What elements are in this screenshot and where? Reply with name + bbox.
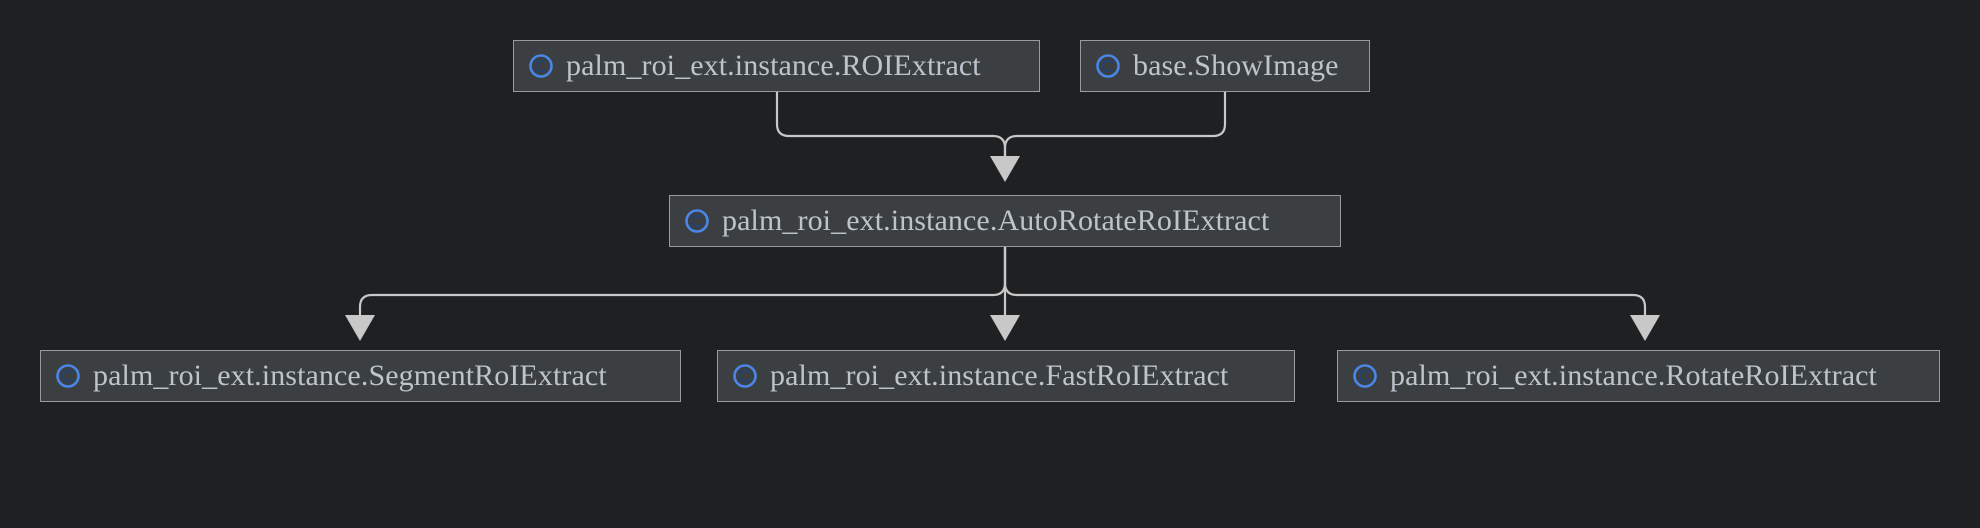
class-node-label: palm_roi_ext.instance.ROIExtract [566,49,981,82]
edge-roi-extract-to-auto-rotate [775,90,1007,160]
class-icon [733,364,757,388]
arrowheads [345,156,1660,341]
class-icon [1096,54,1120,78]
class-node-label: palm_roi_ext.instance.RotateRoIExtract [1390,359,1877,392]
class-node-label: base.ShowImage [1133,49,1339,82]
class-icon [685,209,709,233]
arrowhead-fast [990,315,1020,341]
class-node-label: palm_roi_ext.instance.FastRoIExtract [770,359,1229,392]
class-node-auto-rotate-roi-extract[interactable]: palm_roi_ext.instance.AutoRotateRoIExtra… [669,195,1341,247]
class-icon [56,364,80,388]
class-node-rotate-roi-extract[interactable]: palm_roi_ext.instance.RotateRoIExtract [1337,350,1940,402]
edge-auto-rotate-to-rotate [1003,245,1647,319]
arrowhead-rotate [1630,315,1660,341]
class-icon [529,54,553,78]
arrowhead-segment [345,315,375,341]
class-icon [1353,364,1377,388]
class-node-segment-roi-extract[interactable]: palm_roi_ext.instance.SegmentRoIExtract [40,350,681,402]
class-node-label: palm_roi_ext.instance.SegmentRoIExtract [93,359,607,392]
edge-auto-rotate-to-segment [358,245,1007,319]
arrowhead-auto-rotate [990,156,1020,182]
edge-show-image-to-auto-rotate [1003,90,1227,160]
class-node-label: palm_roi_ext.instance.AutoRotateRoIExtra… [722,204,1270,237]
class-node-roi-extract[interactable]: palm_roi_ext.instance.ROIExtract [513,40,1040,92]
class-node-show-image[interactable]: base.ShowImage [1080,40,1370,92]
class-node-fast-roi-extract[interactable]: palm_roi_ext.instance.FastRoIExtract [717,350,1295,402]
